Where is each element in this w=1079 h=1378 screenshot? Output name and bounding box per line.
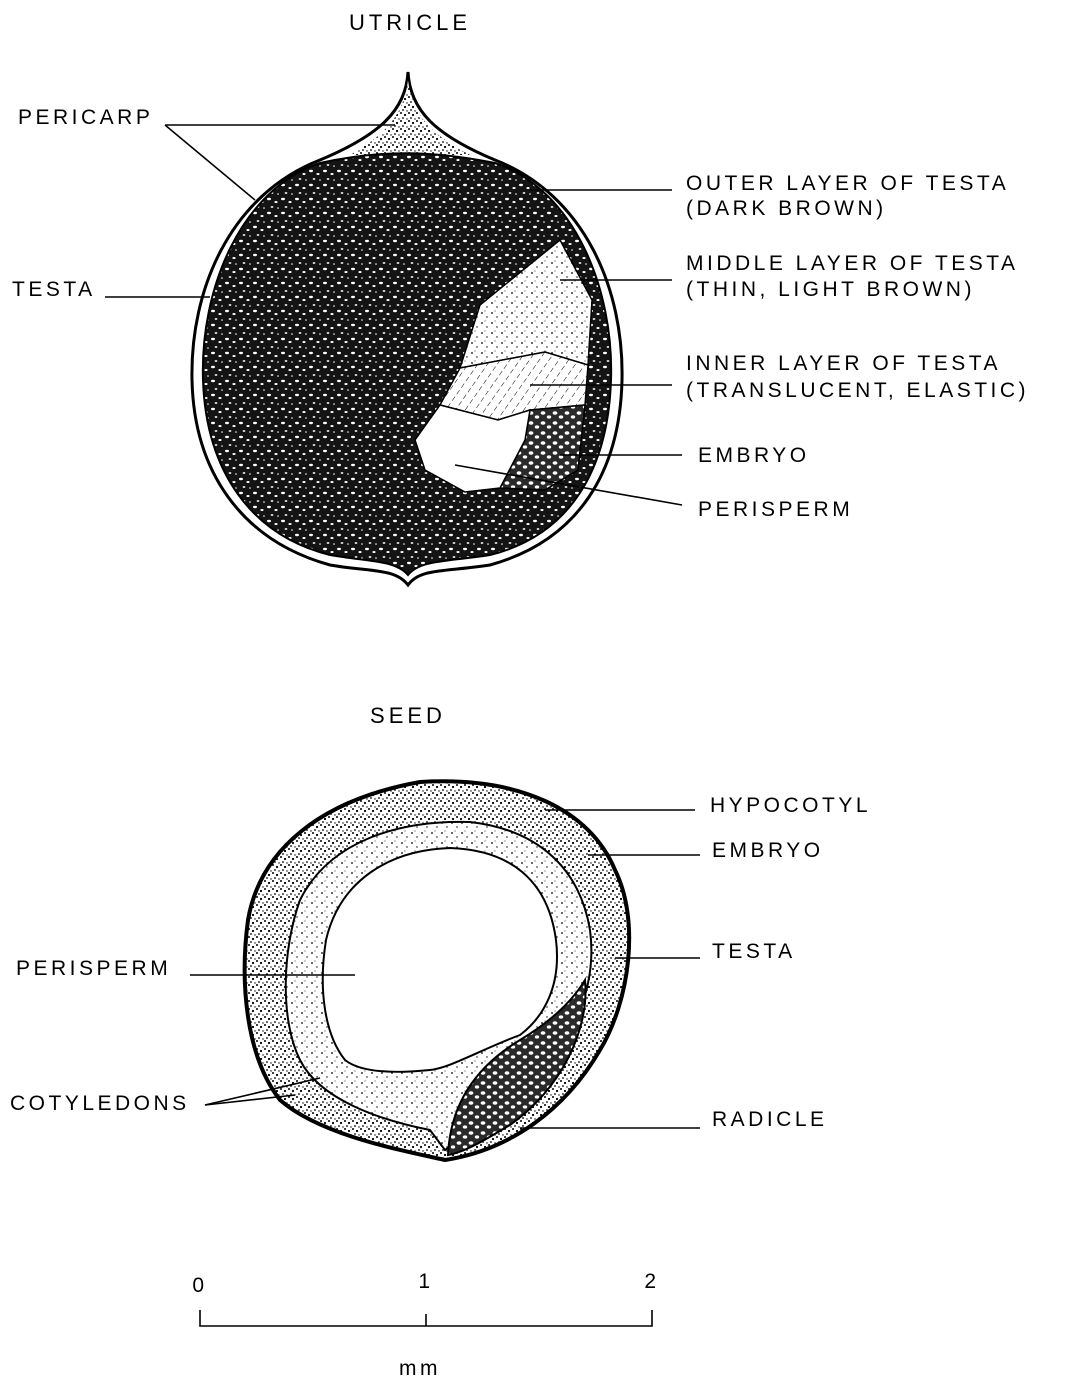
label-seed-perisperm: PERISPERM [16,957,171,980]
utricle-drawing [192,72,622,585]
label-pericarp: PERICARP [18,106,153,129]
label-utricle-perisperm: PERISPERM [698,498,853,521]
label-middle-layer-2: (THIN, LIGHT BROWN) [686,278,975,301]
label-seed-embryo: EMBRYO [712,839,824,862]
label-inner-layer-1: INNER LAYER OF TESTA [686,352,1001,375]
label-radicle: RADICLE [712,1108,828,1131]
scale-tick-0: 0 [192,1274,207,1297]
label-utricle-testa: TESTA [12,278,96,301]
utricle-title: UTRICLE [349,10,471,35]
label-outer-layer-1: OUTER LAYER OF TESTA [686,172,1009,195]
label-outer-layer-2: (DARK BROWN) [686,197,887,220]
label-inner-layer-2: (TRANSLUCENT, ELASTIC) [686,379,1029,402]
scale-bar [200,1310,652,1326]
seed-title: SEED [370,703,446,728]
label-seed-testa: TESTA [712,940,796,963]
label-hypocotyl: HYPOCOTYL [710,794,871,817]
scale-tick-2: 2 [644,1270,659,1293]
label-utricle-embryo: EMBRYO [698,444,810,467]
label-cotyledons: COTYLEDONS [10,1092,190,1115]
scale-unit: mm [399,1357,441,1378]
scale-tick-1: 1 [418,1270,433,1293]
seed-drawing [245,781,629,1160]
label-middle-layer-1: MIDDLE LAYER OF TESTA [686,252,1019,275]
